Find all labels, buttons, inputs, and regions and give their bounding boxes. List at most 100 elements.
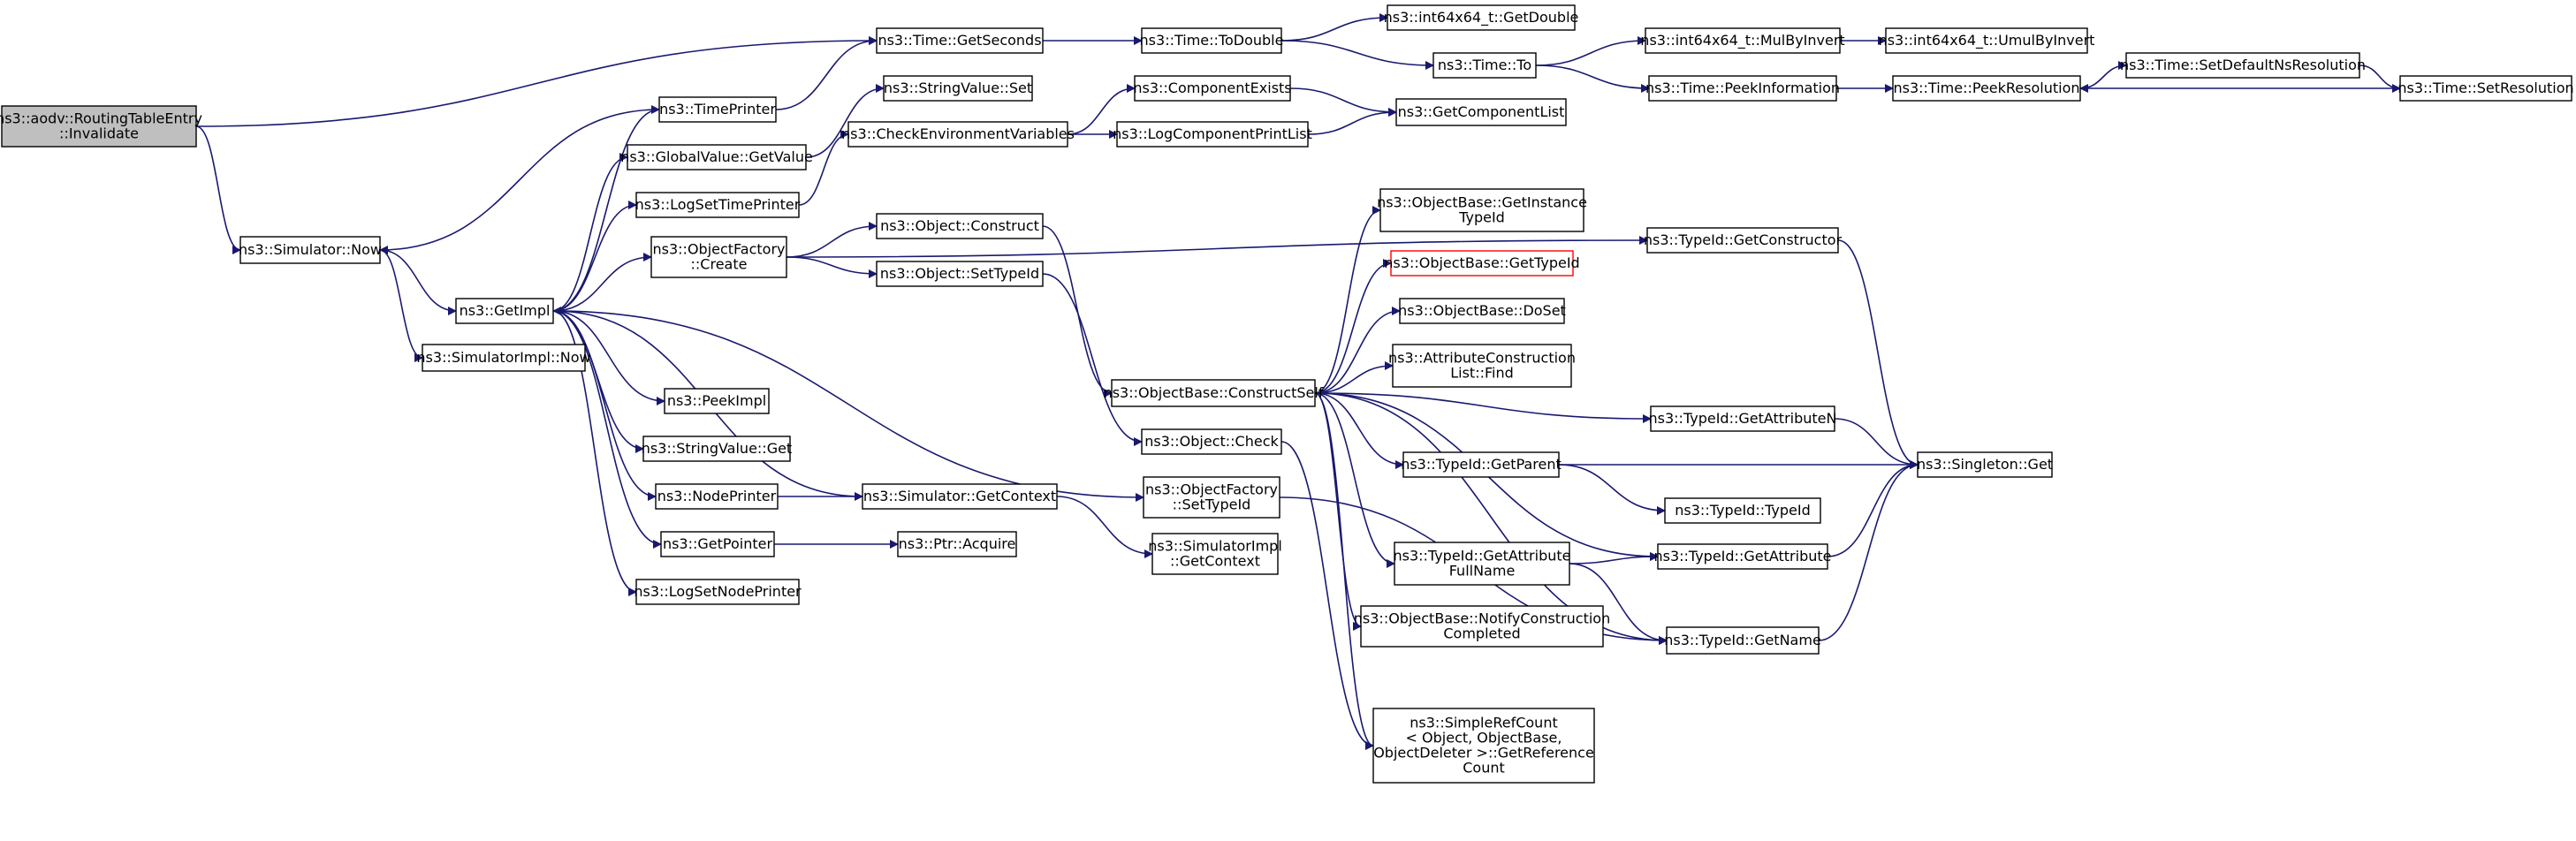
node-label: ::GetContext <box>1170 553 1260 570</box>
node-typeid_getparent[interactable]: ns3::TypeId::GetParent <box>1401 451 1562 478</box>
node-label: ns3::TypeId::GetParent <box>1401 456 1562 473</box>
node-componentexists[interactable]: ns3::ComponentExists <box>1133 75 1292 102</box>
node-simimpl_now[interactable]: ns3::SimulatorImpl::Now <box>416 344 591 372</box>
edge-objfactory_create-to-object_construct <box>786 222 878 258</box>
node-box <box>1390 250 1574 277</box>
node-label: ns3::SimulatorImpl::Now <box>416 349 590 366</box>
node-label: ns3::Time::PeekResolution <box>1893 80 2079 96</box>
edge-timeprinter-to-time_getseconds <box>775 36 878 110</box>
node-box <box>847 121 1068 148</box>
node-label: ns3::Time::To <box>1438 57 1531 73</box>
node-ob_gettypeid[interactable]: ns3::ObjectBase::GetTypeId <box>1384 250 1580 277</box>
node-getcomponentlist[interactable]: ns3::GetComponentList <box>1395 98 1567 126</box>
node-int64_umulbyinvert[interactable]: ns3::int64x64_t::UmulByInvert <box>1879 27 2095 54</box>
node-label: ns3::AttributeConstruction <box>1388 350 1576 367</box>
node-singleton_get[interactable]: ns3::Singleton::Get <box>1917 451 2053 478</box>
edge-getimpl-to-nodeprinter <box>552 310 657 501</box>
node-typeid_getattributen[interactable]: ns3::TypeId::GetAttributeN <box>1649 405 1837 432</box>
node-simimpl_getcontext[interactable]: ns3::SimulatorImpl::GetContext <box>1148 533 1282 575</box>
node-box <box>1141 27 1282 54</box>
node-time_setdefaultnsres[interactable]: ns3::Time::SetDefaultNsResolution <box>2120 52 2366 79</box>
node-time_peekinformation[interactable]: ns3::Time::PeekInformation <box>1645 75 1840 102</box>
node-label: ::SetTypeId <box>1173 496 1251 513</box>
node-stringvalue_get[interactable]: ns3::StringValue::Get <box>642 436 792 462</box>
node-label: ns3::Time::SetResolution <box>2397 80 2573 96</box>
node-box <box>1111 379 1316 407</box>
node-ob_constructself[interactable]: ns3::ObjectBase::ConstructSelf <box>1104 379 1324 407</box>
node-int64_mulbyinvert[interactable]: ns3::int64x64_t::MulByInvert <box>1640 27 1845 54</box>
node-typeid_getname[interactable]: ns3::TypeId::GetName <box>1664 626 1821 655</box>
edge-ob_constructself-to-simplerefcount <box>1314 392 1374 750</box>
edge-typeid_getconstructor-to-singleton_get <box>1837 239 1919 469</box>
node-label: ns3::Singleton::Get <box>1917 456 2053 473</box>
node-label: ns3::LogSetNodePrinter <box>634 583 802 600</box>
node-time_peekresolution[interactable]: ns3::Time::PeekResolution <box>1892 75 2081 102</box>
node-box <box>655 483 779 510</box>
node-ptr_acquire[interactable]: ns3::Ptr::Acquire <box>897 531 1017 557</box>
node-object_check[interactable]: ns3::Object::Check <box>1141 428 1282 455</box>
node-typeid_getconstructor[interactable]: ns3::TypeId::GetConstructor <box>1644 227 1843 254</box>
edge-sim_now-to-getimpl <box>379 249 457 315</box>
edge-objfactory_create-to-object_settypeid <box>786 256 878 278</box>
node-getpointer[interactable]: ns3::GetPointer <box>660 531 775 557</box>
node-box <box>664 388 770 414</box>
node-logsettimeprinter[interactable]: ns3::LogSetTimePrinter <box>635 192 801 218</box>
node-label: ns3::Simulator::Now <box>239 241 382 258</box>
node-box <box>1392 344 1572 388</box>
node-box <box>1379 188 1584 232</box>
edge-typeid_getattrfullname-to-typeid_getname <box>1569 563 1668 645</box>
node-label: ns3::GetComponentList <box>1398 103 1565 120</box>
node-label: ns3::ObjectFactory <box>653 241 786 258</box>
node-box <box>1646 227 1839 254</box>
node-box <box>1387 4 1576 31</box>
node-box <box>1650 405 1835 432</box>
node-box <box>1664 497 1821 524</box>
edge-getimpl-to-objfactory_create <box>552 253 652 312</box>
node-box <box>1432 52 1537 79</box>
node-invalidate[interactable]: ns3::aodv::RoutingTableEntry::Invalidate <box>0 105 202 148</box>
node-peekimpl[interactable]: ns3::PeekImpl <box>664 388 770 414</box>
edge-ob_constructself-to-ob_gettypeid <box>1314 259 1392 394</box>
node-ob_doset[interactable]: ns3::ObjectBase::DoSet <box>1398 298 1566 324</box>
node-simplerefcount[interactable]: ns3::SimpleRefCount< Object, ObjectBase,… <box>1372 708 1595 784</box>
node-checkenv[interactable]: ns3::CheckEnvironmentVariables <box>841 121 1075 148</box>
edge-sim_now-to-simimpl_now <box>379 249 423 362</box>
node-time_todouble[interactable]: ns3::Time::ToDouble <box>1140 27 1284 54</box>
node-nodeprinter[interactable]: ns3::NodePrinter <box>655 483 779 510</box>
node-box <box>239 236 381 264</box>
node-box <box>1399 298 1565 324</box>
node-typeid_getattribute[interactable]: ns3::TypeId::GetAttribute <box>1653 543 1832 570</box>
node-box <box>422 344 586 372</box>
node-object_construct[interactable]: ns3::Object::Construct <box>876 213 1044 239</box>
node-getimpl[interactable]: ns3::GetImpl <box>455 298 554 324</box>
node-objfactory_settypeid[interactable]: ns3::ObjectFactory::SetTypeId <box>1143 476 1280 519</box>
edge-ob_constructself-to-ob_doset <box>1314 307 1401 394</box>
node-logcompprintlist[interactable]: ns3::LogComponentPrintList <box>1113 121 1312 148</box>
edge-time_to-to-time_peekinformation <box>1535 64 1650 93</box>
node-time_to[interactable]: ns3::Time::To <box>1432 52 1537 79</box>
node-gv_getvalue[interactable]: ns3::GlobalValue::GetValue <box>620 144 813 170</box>
node-time_getseconds[interactable]: ns3::Time::GetSeconds <box>876 27 1044 54</box>
node-typeid_typeid[interactable]: ns3::TypeId::TypeId <box>1664 497 1821 524</box>
node-label: ns3::Time::GetSeconds <box>878 32 1041 49</box>
node-ob_notifyconstruction[interactable]: ns3::ObjectBase::NotifyConstructionCompl… <box>1354 605 1610 648</box>
node-int64_getdouble[interactable]: ns3::int64x64_t::GetDouble <box>1384 4 1579 31</box>
node-sim_getcontext[interactable]: ns3::Simulator::GetContext <box>862 483 1058 510</box>
node-time_setresolution[interactable]: ns3::Time::SetResolution <box>2397 75 2574 102</box>
node-timeprinter[interactable]: ns3::TimePrinter <box>658 96 777 123</box>
node-label: ns3::TypeId::GetAttribute <box>1653 548 1831 564</box>
node-box <box>635 579 800 605</box>
node-logsetnodeprinter[interactable]: ns3::LogSetNodePrinter <box>634 579 802 605</box>
node-sim_now[interactable]: ns3::Simulator::Now <box>239 236 382 264</box>
node-box <box>1917 451 2053 478</box>
node-label: ns3::ObjectBase::GetTypeId <box>1384 254 1579 271</box>
node-label: ns3::ObjectFactory <box>1145 481 1278 498</box>
node-stringvalue_set[interactable]: ns3::StringValue::Set <box>883 75 1033 102</box>
node-objfactory_create[interactable]: ns3::ObjectFactory::Create <box>650 236 787 278</box>
node-box <box>660 531 775 557</box>
node-object_settypeid[interactable]: ns3::Object::SetTypeId <box>876 261 1044 287</box>
edge-ob_constructself-to-typeid_getattrfullname <box>1314 392 1395 568</box>
